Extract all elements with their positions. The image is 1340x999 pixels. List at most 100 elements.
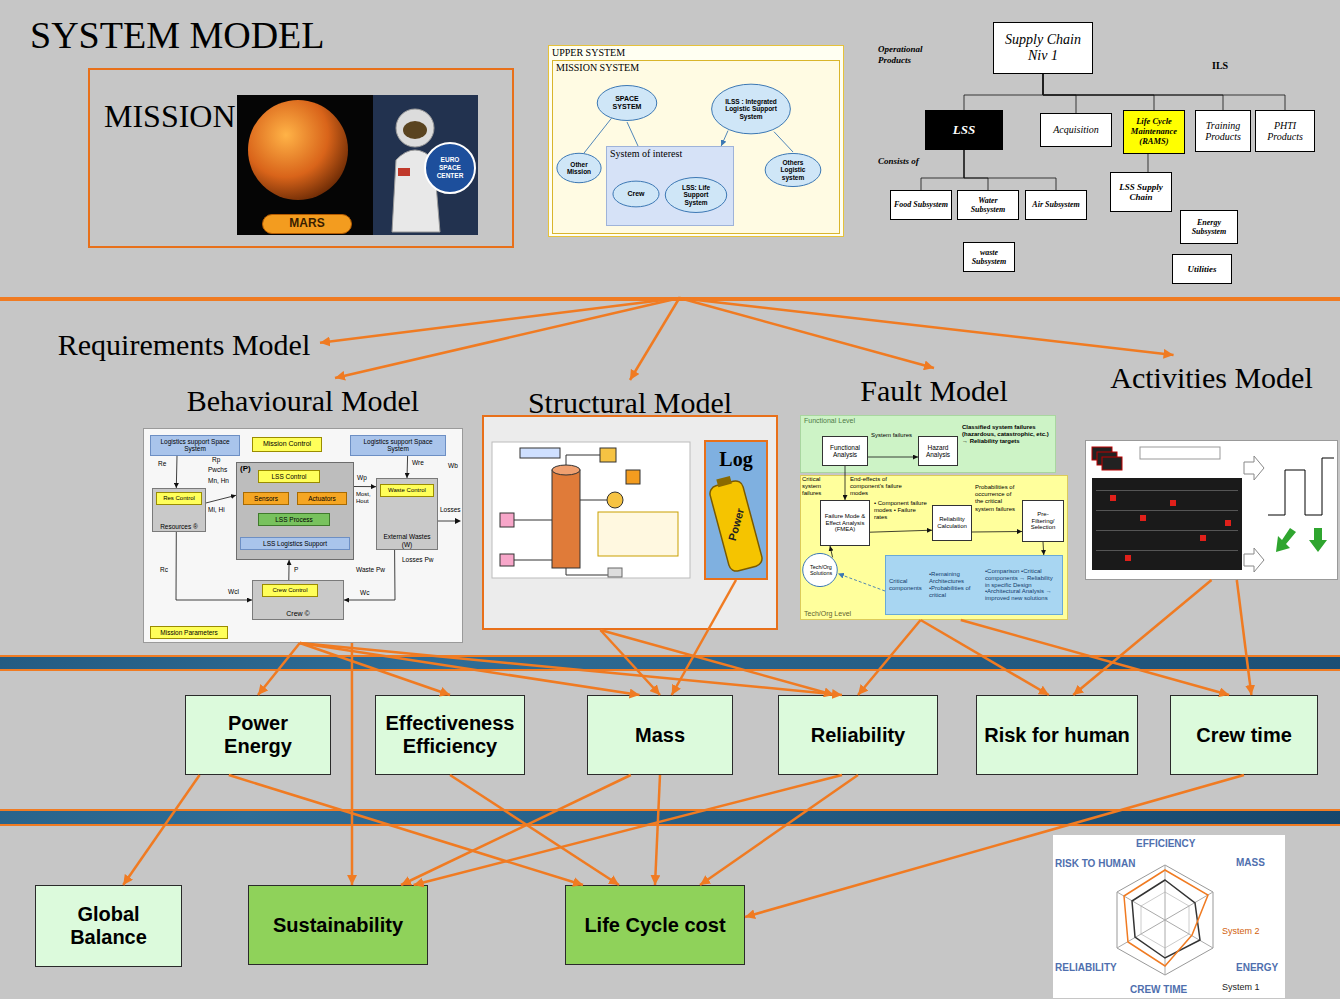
- analysis-box: Functional Analysis: [822, 436, 868, 466]
- mission-system-box: MISSION SYSTEMSPACE SYSTEMILSS : Integra…: [552, 60, 840, 234]
- box-label: Reliability: [782, 724, 934, 747]
- system-model-band: SYSTEM MODELMISSIONMARSUPPER SYSTEMMISSI…: [0, 0, 1340, 298]
- control-box: LSS Control: [258, 470, 320, 483]
- system-ellipse: LSS: Life Support System: [664, 176, 728, 214]
- model-heading: Requirements Model: [48, 322, 320, 368]
- box-label: Actuators: [301, 495, 343, 502]
- box-label: LSS Process: [262, 516, 326, 523]
- connector: [679, 298, 1173, 355]
- astronaut-helmet: [396, 109, 434, 147]
- radar-axis-label: EFFICIENCY: [1136, 838, 1195, 850]
- process-block: Crew ©Crew Control: [252, 580, 344, 620]
- system-1-profile: [1132, 880, 1200, 958]
- analysis-box: Failure Mode & Effect Analysis (FMEA): [820, 500, 870, 546]
- box-label: Mass: [591, 724, 729, 747]
- box-label: Energy Subsystem: [1184, 218, 1234, 236]
- box-label: Acquisition: [1044, 124, 1108, 136]
- ellipse-shape: [803, 553, 838, 586]
- task-mark: [1170, 500, 1176, 506]
- grid-line: [1096, 490, 1238, 491]
- solutions-circle: Tech/Org Solutions: [802, 552, 838, 588]
- flow-label: End-effects of component's failure modes: [850, 476, 920, 498]
- parameters-box: Mission Parameters: [150, 626, 228, 639]
- criterion-box: Effectiveness Efficiency: [375, 695, 525, 775]
- supply-chain-box: Air Subsystem: [1025, 190, 1087, 220]
- structural-model-panel: Structural ModelLog: [482, 380, 778, 630]
- box-label: MISSION: [104, 98, 512, 135]
- band: [0, 300, 1340, 656]
- outcome-box: Global Balance: [35, 885, 182, 967]
- losses-arrowhead: [455, 518, 461, 524]
- task-mark: [1200, 535, 1206, 541]
- upper-system-box: UPPER SYSTEMMISSION SYSTEMSPACE SYSTEMIL…: [548, 45, 844, 237]
- criterion-box: Power Energy: [185, 695, 331, 775]
- connector: [838, 574, 885, 591]
- box-label: Hazard Analysis: [922, 444, 954, 459]
- analysis-box: Hazard Analysis: [918, 436, 958, 466]
- connector: [320, 298, 679, 343]
- box-label: Waste Control: [384, 487, 430, 494]
- pipe: [566, 455, 600, 465]
- flow-label: Losses: [440, 506, 461, 514]
- box-label: UPPER SYSTEM: [552, 47, 840, 59]
- tank: [626, 470, 640, 484]
- connector: [627, 122, 638, 146]
- process-block: Resources ®Res Control: [152, 488, 206, 532]
- group-label: ILS: [1212, 60, 1228, 72]
- radar-axes: [1117, 865, 1213, 975]
- center-sign: [425, 143, 475, 193]
- inlet-box: [500, 513, 514, 527]
- task-mark: [1110, 495, 1116, 501]
- pipe: [566, 568, 608, 575]
- connector: [258, 643, 300, 695]
- supply-chain-box: LSS: [925, 110, 1003, 150]
- model-heading: SYSTEM MODEL: [30, 14, 1340, 58]
- connector: [206, 495, 236, 503]
- box-label: (P): [240, 464, 350, 473]
- connector: [176, 456, 178, 488]
- radar-axis-label: RELIABILITY: [1055, 962, 1117, 974]
- box-label: Log: [708, 448, 764, 471]
- connector: [921, 620, 1049, 695]
- model-heading: Requirements Model: [51, 328, 317, 363]
- supply-chain-box: Acquisition: [1040, 113, 1112, 147]
- actuator-box: Actuators: [297, 492, 347, 505]
- astronaut-visor: [403, 121, 427, 139]
- green-arrow: [1309, 528, 1327, 552]
- connector: [964, 150, 988, 190]
- connector: [845, 466, 846, 500]
- ellipse-shape: [597, 86, 657, 121]
- connector: [745, 775, 1244, 917]
- mission-control-box: Mission Control: [252, 437, 322, 452]
- process-box: LSS Process: [258, 513, 330, 526]
- connector: [1147, 154, 1148, 172]
- timeline-screenshot: [1092, 478, 1242, 570]
- analysis-box: Pre-Filtering/ Selection: [1022, 500, 1064, 542]
- connector: [858, 620, 921, 695]
- system-ellipse: Crew: [612, 180, 660, 208]
- connector: [600, 630, 834, 695]
- model-heading: Fault Model: [800, 374, 1068, 409]
- box-label: MISSION SYSTEM: [556, 62, 836, 74]
- control-box: Waste Control: [380, 484, 434, 497]
- mars-photo: [237, 95, 373, 235]
- connector: [300, 643, 640, 695]
- box-label: Other Mission: [564, 161, 594, 176]
- radar-grid: [1117, 865, 1213, 975]
- band-separator: [0, 297, 1340, 300]
- box-label: Functional Level: [804, 417, 1052, 425]
- battery-icon: [707, 473, 764, 573]
- mars-planet: [248, 100, 348, 200]
- box-label: Failure Mode & Effect Analysis (FMEA): [824, 513, 866, 534]
- box-label: Effectiveness Efficiency: [379, 712, 521, 758]
- analysis-box: Reliability Calculation: [932, 505, 972, 541]
- supply-chain-box: Training Products: [1195, 110, 1251, 152]
- criterion-box: Risk for human: [976, 695, 1138, 775]
- box-label: LSS: Life Support System: [672, 184, 720, 206]
- logistics-box: Logistics support Space System: [150, 435, 240, 456]
- flow-label: Waste Pw: [356, 566, 385, 574]
- ellipse-shape: [613, 181, 659, 207]
- box-label: Crew Control: [266, 587, 314, 594]
- connector: [1043, 74, 1223, 110]
- supply-chain-box: LSS Supply Chain: [1110, 172, 1172, 212]
